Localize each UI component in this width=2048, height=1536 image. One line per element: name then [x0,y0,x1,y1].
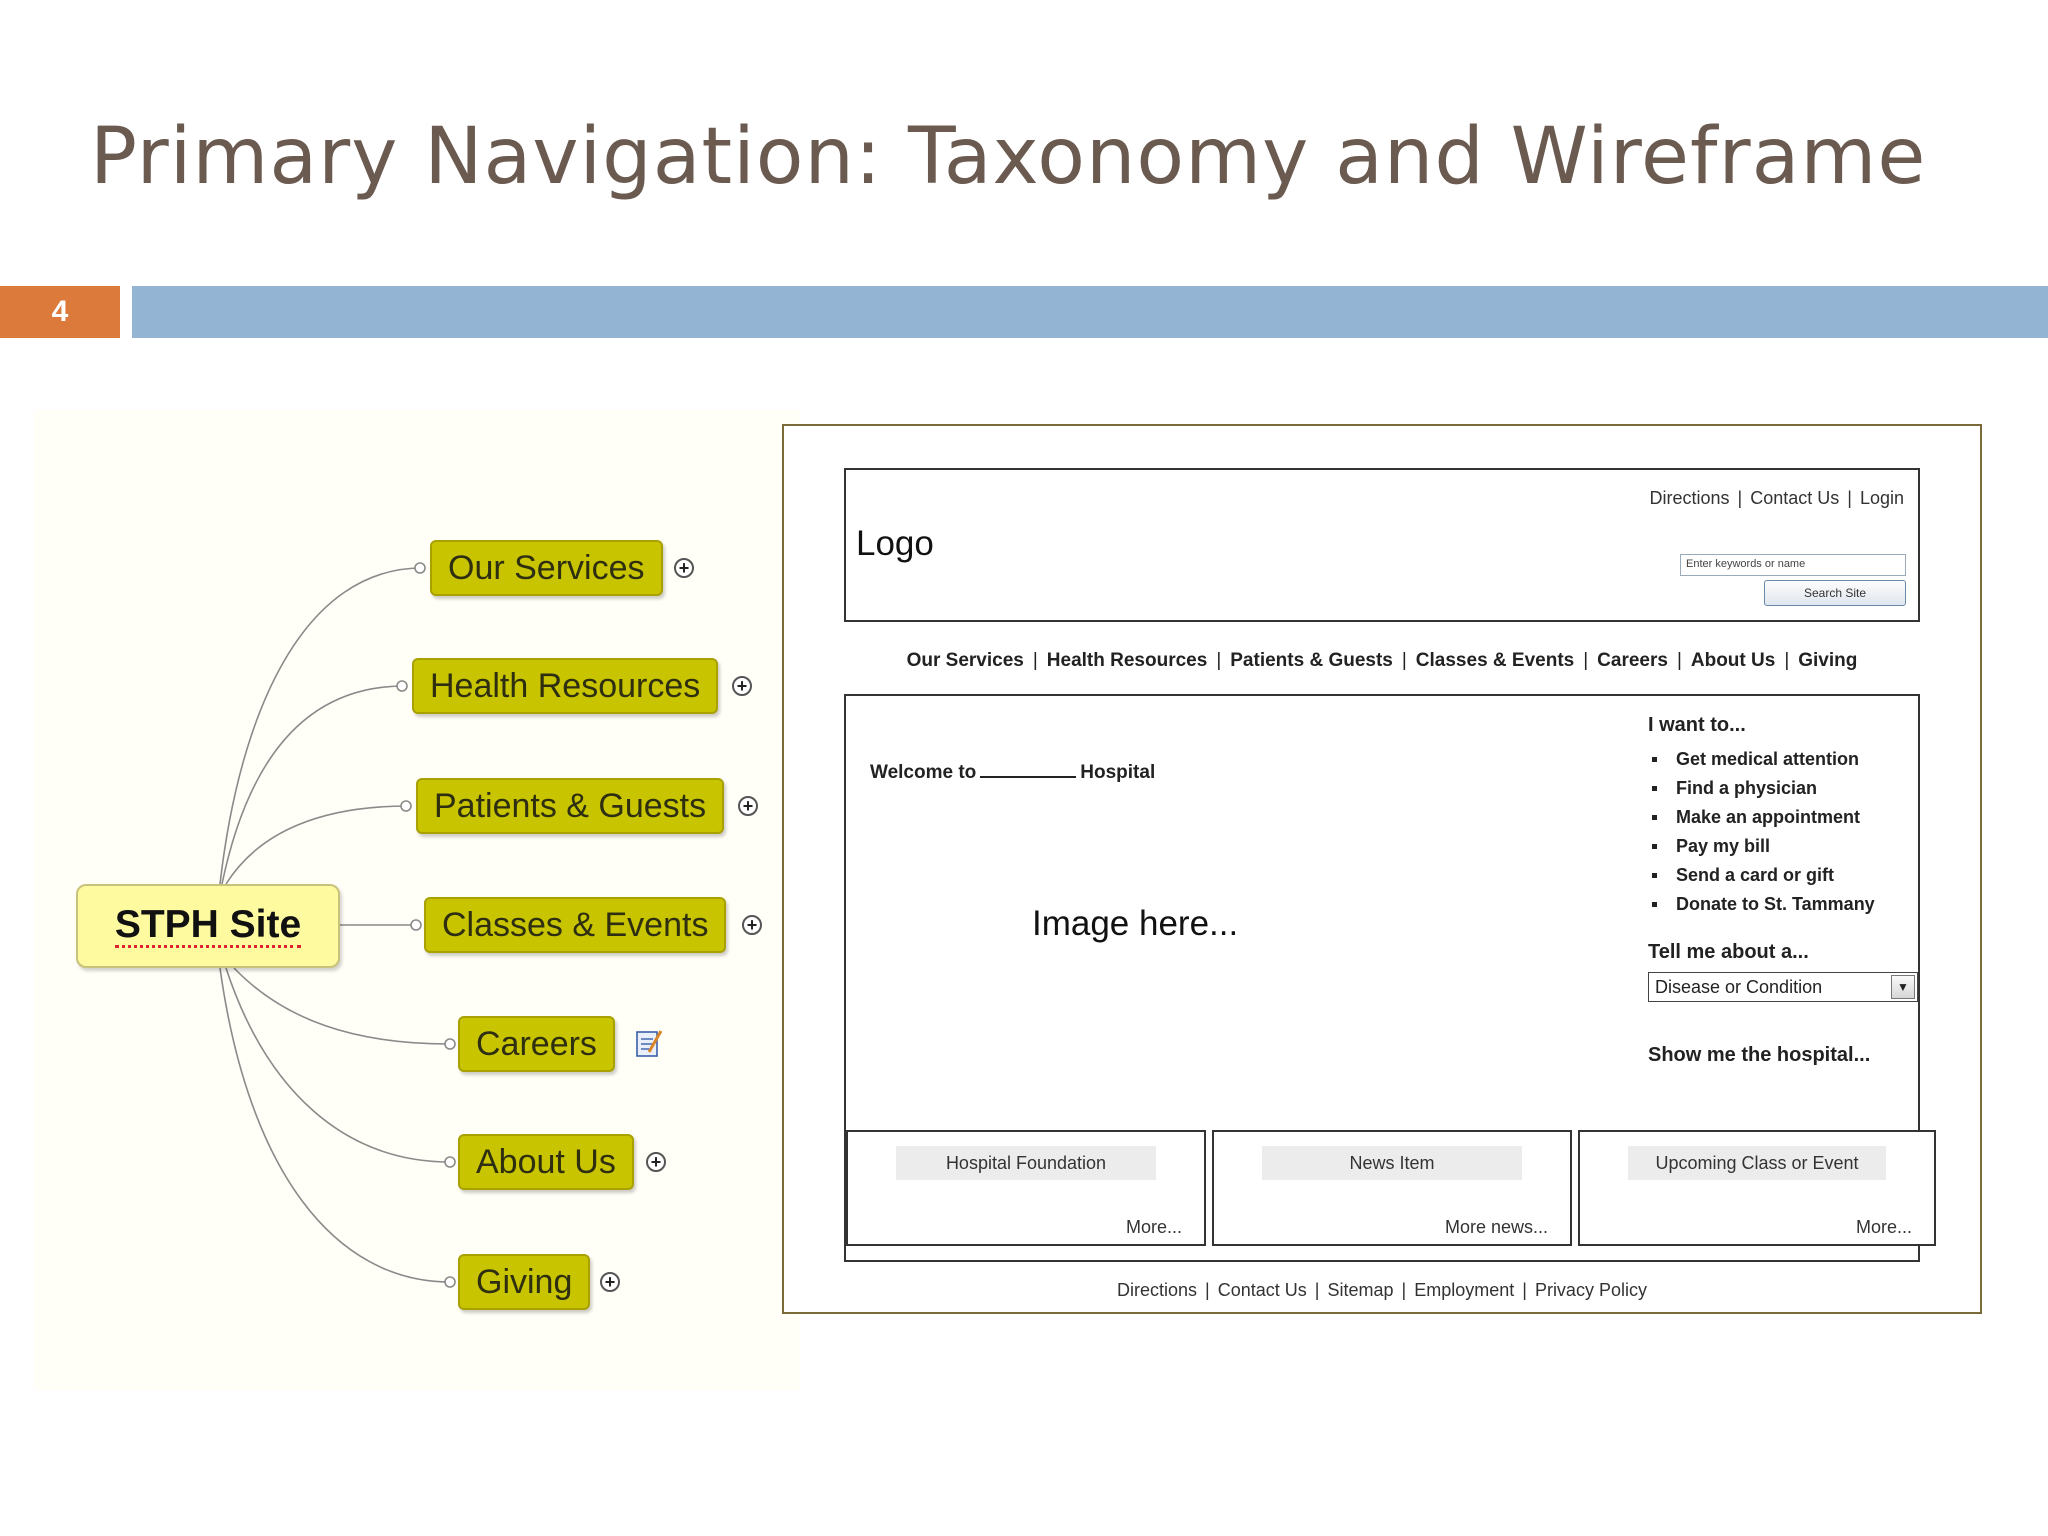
nav-item-giving[interactable]: Giving [1798,650,1858,671]
utility-link-directions[interactable]: Directions [1649,488,1730,508]
i-want-to-list: Get medical attention Find a physician M… [1648,745,1918,919]
branch-node-label: Classes & Events [442,905,709,944]
branch-node-classes-events[interactable]: Classes & Events [424,897,727,953]
connector-giving [219,967,451,1283]
nav-item-patients-guests[interactable]: Patients & Guests [1230,650,1393,671]
expand-icon[interactable]: + [674,558,694,578]
footer-link-contact-us[interactable]: Contact Us [1217,1280,1307,1300]
nav-item-careers[interactable]: Careers [1597,650,1668,671]
footer-link-directions[interactable]: Directions [1117,1280,1198,1300]
welcome-text: Welcome to Hospital [870,762,1155,784]
promo-box-title: Upcoming Class or Event [1628,1146,1886,1180]
connector-dot [414,562,426,574]
connector-careers [233,967,451,1045]
branch-node-label: Careers [476,1024,597,1063]
utility-link-contact-us[interactable]: Contact Us [1750,488,1840,508]
branch-node-giving[interactable]: Giving [458,1254,591,1310]
expand-icon[interactable]: + [742,915,762,935]
welcome-suffix: Hospital [1080,762,1156,783]
expand-icon[interactable]: + [738,796,758,816]
topic-select-value: Disease or Condition [1655,977,1823,997]
root-node-label: STPH Site [114,902,302,948]
list-item[interactable]: Pay my bill [1648,832,1918,861]
connector-dot [444,1038,456,1050]
nav-item-classes-events[interactable]: Classes & Events [1415,650,1575,671]
more-link[interactable]: More... [1855,1217,1912,1237]
promo-box-foundation: Hospital Foundation More... [846,1130,1206,1246]
logo-placeholder[interactable]: Logo [856,524,934,563]
branch-node-label: Giving [476,1262,573,1301]
root-node-stph-site[interactable]: STPH Site [76,884,340,968]
slide-number: 4 [0,286,120,338]
branch-node-our-services[interactable]: Our Services [430,540,663,596]
promo-box-title: Hospital Foundation [896,1146,1156,1180]
expand-icon[interactable]: + [646,1152,666,1172]
connector-dot [410,919,422,931]
mindmap-connectors [219,562,456,1288]
promo-box-news: News Item More news... [1212,1130,1572,1246]
footer-link-privacy-policy[interactable]: Privacy Policy [1534,1280,1647,1300]
connector-our-services [219,567,423,885]
chevron-down-icon[interactable]: ▼ [1891,975,1915,999]
i-want-to-heading: I want to... [1648,714,1746,736]
footer-nav: Directions|Contact Us|Sitemap|Employment… [1117,1280,1647,1300]
branch-node-careers[interactable]: Careers [458,1016,615,1072]
connector-patients-guests [225,805,409,885]
wireframe-content: Welcome to Hospital Image here... I want … [844,694,1936,1262]
title-accent-bar [132,286,2048,338]
utility-nav: Directions|Contact Us|Login [1649,488,1905,508]
promo-box-events: Upcoming Class or Event More... [1578,1130,1936,1246]
topic-select[interactable]: Disease or Condition ▼ [1648,972,1918,1002]
hero-image-placeholder: Image here... [1032,904,1239,943]
branch-node-label: Health Resources [430,666,701,705]
show-me-link[interactable]: Show me the hospital... [1648,1044,1871,1066]
footer-link-sitemap[interactable]: Sitemap [1327,1280,1394,1300]
connector-dot [444,1276,456,1288]
branch-node-label: Our Services [448,548,645,587]
branch-node-health-resources[interactable]: Health Resources [412,658,719,714]
list-item[interactable]: Donate to St. Tammany [1648,890,1918,919]
utility-link-login[interactable]: Login [1859,488,1904,508]
footer-link-employment[interactable]: Employment [1414,1280,1515,1300]
promo-box-title: News Item [1262,1146,1522,1180]
branch-node-label: About Us [476,1142,616,1181]
list-item[interactable]: Get medical attention [1648,745,1918,774]
slide-title: Primary Navigation: Taxonomy and Wirefra… [90,112,1927,202]
list-item[interactable]: Send a card or gift [1648,861,1918,890]
taxonomy-mindmap: STPH Site Our Services + Health Resource… [34,410,800,1390]
hospital-name-blank [980,762,1077,778]
nav-item-about-us[interactable]: About Us [1690,650,1776,671]
connector-about-us [225,967,451,1163]
nav-item-health-resources[interactable]: Health Resources [1046,650,1208,671]
connector-dot [444,1156,456,1168]
welcome-prefix: Welcome to [870,762,977,783]
branch-node-about-us[interactable]: About Us [458,1134,634,1190]
search-button[interactable]: Search Site [1764,580,1906,606]
quick-actions-panel: I want to... Get medical attention Find … [1648,714,1918,1067]
nav-item-our-services[interactable]: Our Services [906,650,1024,671]
more-link[interactable]: More... [1125,1217,1182,1237]
list-item[interactable]: Make an appointment [1648,803,1918,832]
list-item[interactable]: Find a physician [1648,774,1918,803]
note-icon[interactable] [634,1028,664,1058]
connector-dot [396,680,408,692]
search-input[interactable]: Enter keywords or name [1680,554,1906,576]
expand-icon[interactable]: + [600,1272,620,1292]
wireframe-header: Logo Directions|Contact Us|Login Enter k… [844,468,1920,622]
branch-node-label: Patients & Guests [434,786,707,825]
more-link[interactable]: More news... [1444,1217,1548,1237]
connector-dot [400,800,412,812]
branch-node-patients-guests[interactable]: Patients & Guests [416,778,725,834]
expand-icon[interactable]: + [732,676,752,696]
tell-me-heading: Tell me about a... [1648,941,1809,963]
connector-health-resources [221,685,405,885]
homepage-wireframe: Logo Directions|Contact Us|Login Enter k… [782,424,1982,1314]
main-nav: Our Services|Health Resources|Patients &… [906,650,1858,671]
